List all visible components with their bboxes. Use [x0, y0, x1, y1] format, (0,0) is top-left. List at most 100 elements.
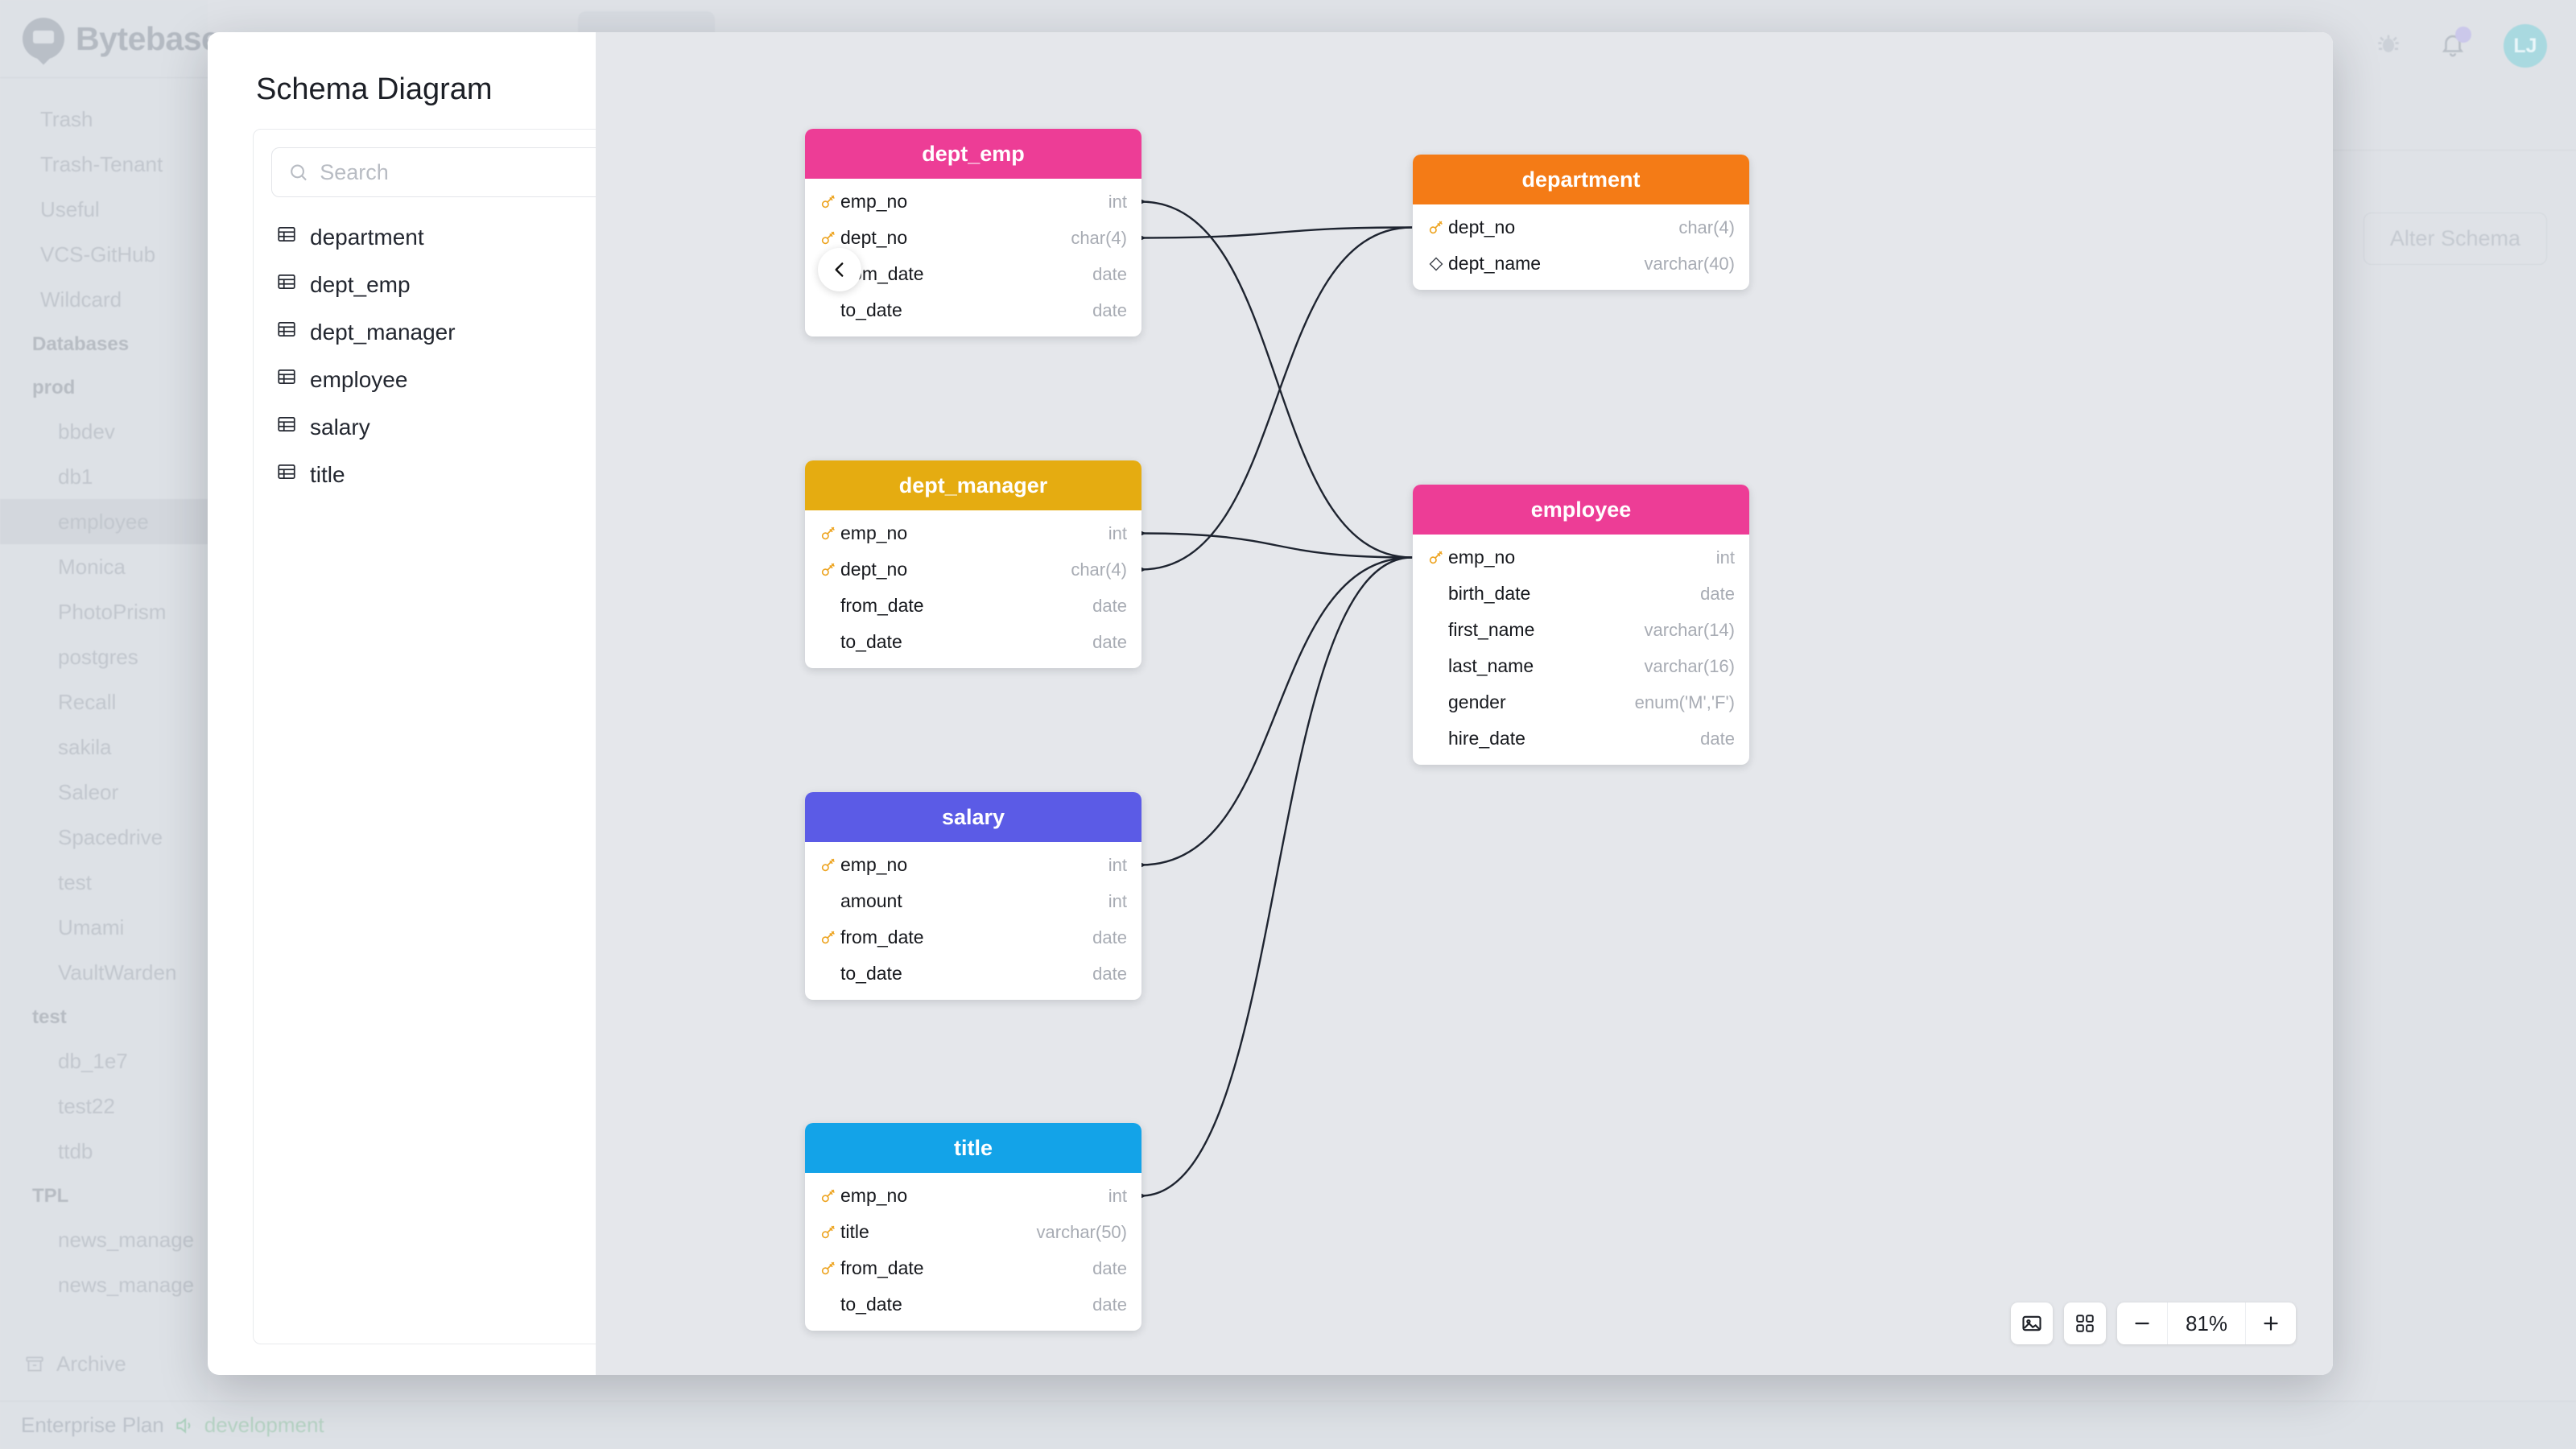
sidebar-item-vaultwarden[interactable]: VaultWarden — [0, 950, 208, 995]
sidebar-item-sakila[interactable]: sakila — [0, 724, 208, 770]
table-node-title: title — [805, 1123, 1141, 1173]
app-logo[interactable]: Bytebase — [23, 18, 220, 60]
table-list-item[interactable]: employee — [254, 356, 642, 403]
avatar[interactable]: LJ — [2504, 24, 2547, 68]
sidebar-item-label: test22 — [58, 1093, 115, 1118]
sidebar-item-useful[interactable]: Useful — [0, 187, 208, 232]
column-type: char(4) — [1071, 227, 1127, 248]
sidebar-item-saleor[interactable]: Saleor — [0, 770, 208, 815]
primary-key-icon — [816, 1187, 840, 1205]
search-box[interactable] — [271, 147, 624, 197]
sidebar-item-test[interactable]: test — [0, 860, 208, 905]
sidebar-item-test22[interactable]: test22 — [0, 1084, 208, 1129]
zoom-level[interactable]: 81% — [2167, 1302, 2246, 1344]
sidebar-item-db1[interactable]: db1 — [0, 454, 208, 499]
export-image-button[interactable] — [2011, 1302, 2053, 1344]
alter-schema-button[interactable]: Alter Schema — [2363, 213, 2547, 265]
sidebar-item-postgres[interactable]: postgres — [0, 634, 208, 679]
sidebar-item-prod[interactable]: prod — [0, 365, 208, 411]
bug-icon[interactable] — [2375, 31, 2402, 62]
sidebar-item-spacedrive[interactable]: Spacedrive — [0, 815, 208, 860]
column-name: dept_name — [1448, 253, 1542, 274]
sidebar-item-tpl[interactable]: TPL — [0, 1174, 208, 1219]
sidebar-item-ttdb[interactable]: ttdb — [0, 1129, 208, 1174]
sidebar-item-recall[interactable]: Recall — [0, 679, 208, 724]
zoom-in-button[interactable] — [2246, 1302, 2296, 1344]
notification-bell-icon[interactable] — [2439, 26, 2471, 62]
sidebar-item-umami[interactable]: Umami — [0, 905, 208, 950]
table-node-title: department — [1413, 155, 1749, 204]
sidebar-item-news-manage[interactable]: news_manage — [0, 1262, 208, 1307]
table-list-item[interactable]: department — [254, 213, 642, 261]
table-node-title: dept_emp — [805, 129, 1141, 179]
table-list-item[interactable]: dept_emp — [254, 261, 642, 308]
primary-key-icon — [816, 929, 840, 947]
column-name: emp_no — [840, 522, 908, 543]
sidebar-item-employee[interactable]: employee — [0, 499, 208, 544]
sidebar-item-bbdev[interactable]: bbdev — [0, 409, 208, 454]
sidebar-item-news-manage[interactable]: news_manage — [0, 1217, 208, 1262]
sidebar-item-vcs-github[interactable]: VCS-GitHub — [0, 232, 208, 277]
sidebar-item-label: Umami — [58, 914, 125, 939]
table-list-item-label: dept_emp — [310, 271, 411, 297]
table-list-item[interactable]: dept_manager — [254, 308, 642, 356]
sidebar-item-label: ttdb — [58, 1138, 93, 1163]
sidebar-item-archive[interactable]: Archive — [24, 1352, 126, 1377]
column-name: to_date — [840, 963, 902, 984]
sidebar-item-test[interactable]: test — [0, 995, 208, 1040]
search-input[interactable] — [320, 159, 607, 185]
sidebar-item-db-1e7[interactable]: db_1e7 — [0, 1038, 208, 1084]
table-list-item[interactable]: salary — [254, 403, 642, 451]
column-name: first_name — [1448, 619, 1535, 640]
column-name: amount — [840, 890, 902, 911]
primary-key-icon — [816, 561, 840, 579]
sidebar-item-wildcard[interactable]: Wildcard — [0, 277, 208, 322]
grid-layout-button[interactable] — [2064, 1302, 2106, 1344]
column-name: to_date — [840, 631, 902, 652]
table-list-item-label: department — [310, 224, 424, 250]
collapse-panel-button[interactable] — [818, 248, 861, 291]
sidebar-item-trash-tenant[interactable]: Trash-Tenant — [0, 142, 208, 187]
table-list-item[interactable]: title — [254, 451, 642, 498]
sidebar-item-trash[interactable]: Trash — [0, 97, 208, 142]
image-icon — [2022, 1315, 2041, 1331]
sidebar-item-monica[interactable]: Monica — [0, 544, 208, 589]
sidebar-divider — [0, 77, 208, 78]
sidebar-item-label: Wildcard — [40, 287, 122, 312]
zoom-out-button[interactable] — [2117, 1302, 2167, 1344]
sidebar-item-photoprism[interactable]: PhotoPrism — [0, 589, 208, 634]
column-name: gender — [1448, 691, 1506, 712]
